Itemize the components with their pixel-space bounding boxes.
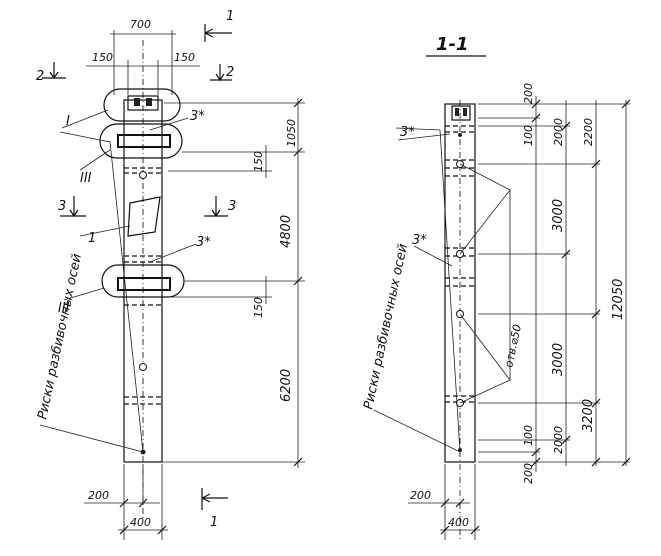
dim-3200: 3200	[581, 399, 596, 432]
dim-150-lower: 150	[252, 297, 265, 318]
callout-3star-upper: 3*	[190, 109, 205, 124]
left-column-head	[127, 95, 159, 111]
dim-6200: 6200	[279, 369, 294, 402]
dim-4800: 4800	[279, 215, 294, 248]
dim-left-150: 150	[92, 51, 113, 64]
left-view: 700 150 150 1 2 2 I III 3* 3 3 1	[35, 9, 305, 540]
axis-marks-label-left: Риски разбивочных осей	[35, 252, 85, 420]
dim-200-bottom: 200	[522, 463, 535, 484]
upper-bracket	[117, 134, 171, 148]
axis-marks-label-right: Риски разбивочных осей	[361, 242, 411, 410]
dim-2200: 2200	[582, 118, 595, 146]
dim-3000-lower: 3000	[551, 343, 566, 376]
right-column-head	[451, 105, 471, 121]
callout-I: I	[66, 114, 70, 129]
dim-100-top: 100	[522, 125, 535, 146]
dim-12050: 12050	[611, 279, 626, 320]
section-2-left: 2	[36, 69, 44, 84]
left-hole-mid	[139, 363, 147, 371]
section-3-left: 3	[58, 199, 66, 214]
dim-150-upper: 150	[252, 151, 265, 172]
section-1-top: 1	[226, 9, 234, 24]
section-2-right: 2	[226, 65, 234, 80]
callout-III-lower: III	[58, 301, 70, 316]
dim-right-bottom-400: 400	[448, 516, 469, 529]
callout-3star-mid: 3*	[412, 233, 427, 248]
callout-3star-lower: 3*	[196, 235, 211, 250]
dim-right-150: 150	[174, 51, 195, 64]
callout-ellipse-III-upper	[99, 123, 183, 159]
callout-ellipse-I	[103, 88, 181, 122]
hole-note: отв.⌀50	[502, 323, 524, 368]
dim-100-bottom: 100	[522, 425, 535, 446]
section-title: 1-1	[436, 34, 469, 55]
section-1-bottom: 1	[210, 515, 218, 530]
dim-3000-upper: 3000	[551, 199, 566, 232]
dim-2000-bottom: 2000	[552, 426, 565, 454]
lower-bracket	[117, 277, 171, 291]
dim-width-top: 700	[130, 18, 151, 31]
callout-3star-top: 3*	[400, 125, 415, 140]
dim-right-bottom-200: 200	[410, 489, 431, 502]
dim-bottom-200: 200	[88, 489, 109, 502]
hole-leader-lines	[459, 163, 511, 404]
break-symbol	[127, 196, 161, 237]
left-hole-upper	[139, 171, 147, 179]
dim-bottom-400: 400	[130, 516, 151, 529]
section-3-right: 3	[228, 199, 236, 214]
right-view: 1-1 отв.⌀50 3* 3* Риски	[361, 34, 631, 540]
callout-III-upper: III	[80, 171, 92, 186]
dim-1050: 1050	[285, 119, 298, 147]
callout-1: 1	[88, 231, 96, 246]
dim-200-top: 200	[522, 83, 535, 104]
dim-2000-top: 2000	[552, 118, 565, 146]
